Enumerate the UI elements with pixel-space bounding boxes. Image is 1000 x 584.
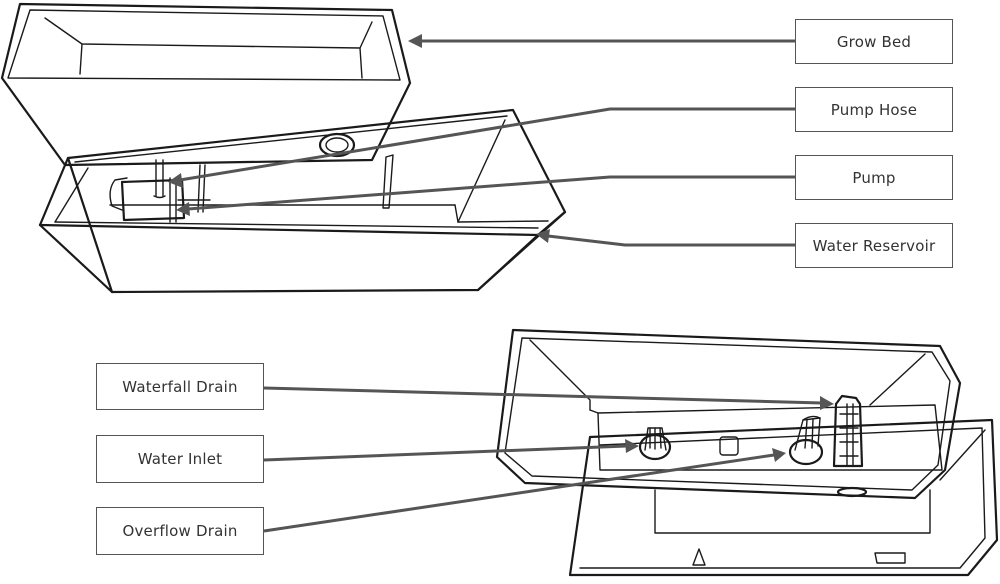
pump-hose-arrowhead <box>168 173 183 188</box>
pump-arrowhead <box>176 202 190 216</box>
grow-bed-illustration <box>0 2 412 167</box>
waterfall-drain-label: Waterfall Drain <box>96 363 264 410</box>
overflow-drain-label: Overflow Drain <box>96 507 264 555</box>
water-inlet-leader <box>263 444 628 462</box>
pump-illustration <box>109 164 211 223</box>
leader-lines <box>168 34 834 533</box>
pump-hose-illustration <box>153 159 166 199</box>
water-reservoir-arrowhead <box>536 229 550 243</box>
grow-bed-label: Grow Bed <box>795 19 953 64</box>
water-inlet-label: Water Inlet <box>96 435 264 483</box>
pump-leader <box>187 175 795 211</box>
pump-hose-leader <box>179 107 795 182</box>
waterfall-drain-illustration <box>832 394 864 468</box>
water-inlet-arrowhead <box>625 439 639 453</box>
water-inlet-illustration <box>638 427 672 461</box>
waterfall-drain-leader <box>263 386 823 405</box>
overflow-drain-illustration <box>788 415 824 466</box>
pump-label: Pump <box>795 155 953 200</box>
overflow-drain-leader <box>263 453 775 533</box>
top-assembly <box>0 2 567 294</box>
grow-bed-arrowhead <box>408 34 422 48</box>
waterfall-drain-arrowhead <box>820 396 834 410</box>
water-reservoir-label: Water Reservoir <box>795 223 953 268</box>
pump-hose-label: Pump Hose <box>795 87 953 132</box>
overflow-drain-arrowhead <box>772 448 786 462</box>
water-reservoir-leader <box>547 234 795 247</box>
bottom-assembly <box>495 328 999 577</box>
